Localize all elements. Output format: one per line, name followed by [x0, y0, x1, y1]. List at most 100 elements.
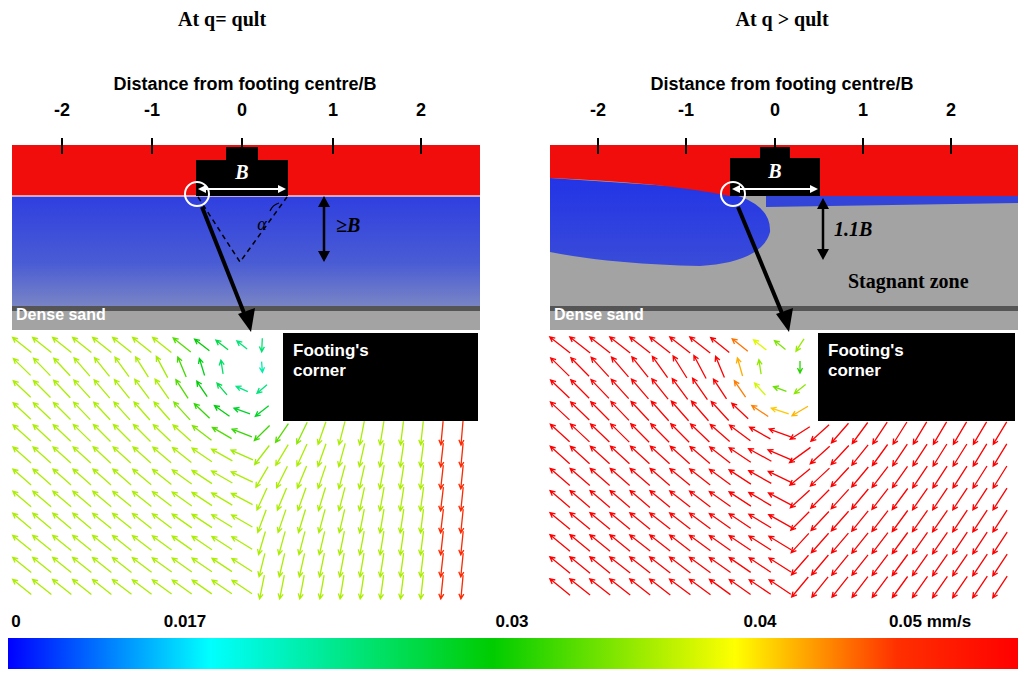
axis-title: Distance from footing centre/B [113, 74, 376, 95]
velocity-vector [892, 555, 907, 576]
velocity-vector [232, 537, 252, 550]
velocity-vector [136, 357, 149, 377]
velocity-vector [734, 381, 745, 397]
velocity-vector [831, 511, 848, 531]
velocity-vector [749, 536, 771, 550]
velocity-vector [591, 357, 609, 376]
velocity-vector [872, 511, 888, 532]
velocity-vector [34, 358, 51, 375]
velocity-vector [973, 576, 988, 598]
velocity-vector [172, 492, 192, 506]
velocity-vector [650, 557, 671, 573]
velocity-vector [34, 381, 51, 398]
velocity-vector [231, 472, 253, 483]
velocity-vector [73, 425, 90, 442]
velocity-vector [219, 360, 224, 374]
velocity-vector [768, 450, 792, 461]
velocity-vector [93, 536, 112, 551]
velocity-vector [74, 402, 91, 419]
velocity-vector [216, 340, 228, 350]
velocity-vector [831, 489, 848, 508]
velocity-vector [755, 383, 766, 395]
velocity-vector [459, 487, 464, 511]
velocity-vector [298, 531, 305, 554]
velocity-vector [933, 466, 947, 488]
velocity-vector [811, 468, 830, 486]
velocity-vector [154, 402, 170, 420]
velocity-vector [570, 446, 589, 463]
tick-label: 1 [858, 100, 868, 121]
velocity-vector [317, 422, 326, 445]
velocity-vector [113, 580, 132, 595]
velocity-vector [709, 492, 730, 507]
velocity-vector [212, 558, 232, 571]
velocity-vector [570, 468, 590, 485]
velocity-vector [133, 536, 152, 551]
velocity-vector [73, 580, 92, 595]
velocity-vector [973, 422, 986, 444]
velocity-vector [173, 338, 191, 352]
velocity-vector [215, 406, 230, 417]
velocity-vector [872, 533, 888, 554]
velocity-vector [750, 427, 771, 439]
velocity-vector [231, 450, 253, 460]
velocity-vector [933, 488, 948, 510]
velocity-vector [893, 466, 908, 487]
velocity-vector [439, 509, 444, 533]
velocity-vector [419, 531, 424, 555]
velocity-vector [729, 448, 751, 463]
velocity-vector [590, 491, 610, 508]
velocity-vector [13, 513, 31, 528]
velocity-vector [192, 448, 212, 462]
velocity-vector [769, 558, 791, 572]
velocity-vector [694, 356, 706, 379]
velocity-vector [811, 533, 828, 552]
velocity-vector [177, 357, 186, 377]
velocity-vector [459, 443, 464, 467]
velocity-vector [673, 356, 687, 378]
velocity-vector [33, 535, 52, 550]
velocity-vector [630, 513, 650, 529]
velocity-vector [115, 380, 130, 399]
velocity-vector [192, 492, 212, 505]
velocity-vector [852, 467, 869, 487]
velocity-vector [610, 468, 629, 485]
velocity-vector [439, 421, 444, 445]
dimension-label: 1.1B [834, 218, 872, 241]
velocity-vector [872, 467, 888, 488]
velocity-vector [732, 403, 748, 418]
velocity-vector [693, 378, 708, 399]
velocity-vector [892, 489, 907, 510]
velocity-vector [590, 535, 610, 551]
velocity-vector [95, 358, 110, 377]
velocity-vector [610, 337, 630, 353]
velocity-vector [749, 514, 771, 528]
velocity-vector [232, 580, 252, 593]
velocity-vector [172, 558, 192, 572]
velocity-vector [736, 358, 742, 376]
velocity-vector [358, 487, 364, 510]
velocity-vector [650, 535, 670, 551]
scale-label: 0 [11, 612, 20, 632]
velocity-vector [973, 554, 988, 576]
velocity-vector [672, 379, 687, 400]
velocity-vector [973, 466, 987, 488]
velocity-vector [439, 575, 444, 599]
callout-text: Footing's corner [293, 341, 403, 382]
velocity-vector [570, 579, 590, 595]
velocity-vector [338, 509, 345, 532]
velocity-vector [152, 558, 171, 572]
velocity-vector [953, 554, 968, 575]
velocity-vector [650, 513, 670, 529]
velocity-vector [590, 468, 609, 485]
velocity-vector [378, 465, 384, 489]
velocity-vector [318, 509, 325, 532]
velocity-vector [259, 338, 264, 351]
velocity-vector [913, 576, 928, 597]
velocity-vector [550, 535, 570, 552]
velocity-vector [993, 466, 1007, 488]
velocity-vector [913, 444, 927, 466]
velocity-vector [33, 425, 51, 441]
velocity-vector [550, 424, 569, 442]
velocity-vector [93, 513, 112, 528]
